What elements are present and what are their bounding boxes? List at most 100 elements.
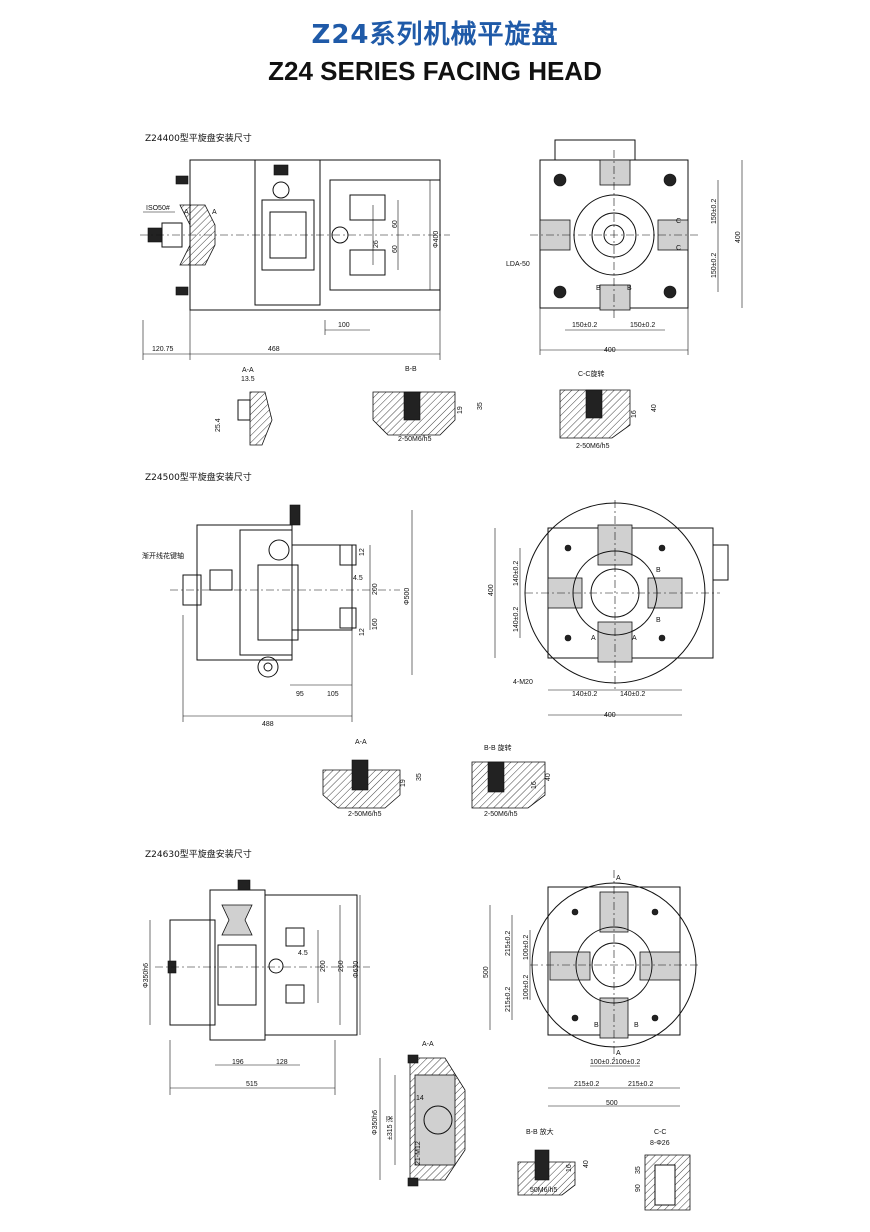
s1-dim-150c: 150±0.2	[711, 199, 718, 224]
s3-dim-215d: 215±0.2	[628, 1081, 653, 1088]
s1-dim-phi400: Φ400	[433, 231, 440, 248]
s3-bb-label: B-B 放大	[526, 1127, 554, 1136]
s2-dim-140b: 140±0.2	[513, 607, 520, 632]
s3-dim-128: 128	[276, 1059, 288, 1066]
s3-dim-215b: 215±0.2	[505, 987, 512, 1012]
s3-front-view	[489, 870, 700, 1107]
s1-bb-35: 35	[477, 402, 484, 410]
s2-bb-fit: 2-50M6/h5	[484, 811, 518, 818]
s3-dim-515: 515	[246, 1081, 258, 1088]
s1-side-view	[140, 159, 450, 360]
s2-dim-140d: 140±0.2	[620, 691, 645, 698]
s1-aa-section	[249, 391, 273, 446]
s2-dim-105: 105	[327, 691, 339, 698]
s3-dim-500h: 500	[606, 1100, 618, 1107]
s3-aa-14: 14	[416, 1095, 424, 1102]
section2-label: Z24500型平旋盘安装尺寸	[145, 471, 252, 483]
s3-bb-16: 16	[566, 1164, 573, 1172]
s2-dim-12b: 12	[359, 628, 366, 636]
s2-dim-160: 160	[372, 618, 379, 630]
s1-cc-16: 16	[631, 410, 638, 418]
s2-side-view	[170, 504, 413, 722]
s3-dim-phi630: Φ630	[353, 961, 360, 978]
s1-dim-100: 100	[338, 322, 350, 329]
s1-c-bottom: C	[676, 245, 681, 252]
s3-dim-100b: 100±0.2	[523, 975, 530, 1000]
s1-c-top: C	[676, 218, 681, 225]
s2-spline-note: 渐开线花键轴	[142, 551, 184, 560]
s1-dim-468: 468	[268, 346, 280, 353]
s2-aa-label: A-A	[355, 739, 367, 746]
s3-dim-215c: 215±0.2	[574, 1081, 599, 1088]
s2-m20-label: 4-M20	[513, 679, 533, 686]
s3-bb-fit: 50M6/h5	[530, 1187, 557, 1194]
s1-dim-60b: 60	[392, 245, 399, 253]
s1-iso-label: ISO50#	[146, 205, 170, 212]
s1-dim-60a: 60	[392, 220, 399, 228]
s2-dim-400h: 400	[604, 712, 616, 719]
s1-dim-400w: 400	[604, 347, 616, 354]
s2-dim-45: 4.5	[353, 575, 363, 582]
s3-aa-section	[379, 1054, 466, 1187]
s2-dim-140c: 140±0.2	[572, 691, 597, 698]
s3-dim-45: 4.5	[298, 950, 308, 957]
s3-dim-phi350: Φ350h6	[143, 963, 150, 988]
s2-bb-label: B-B 旋转	[484, 743, 512, 752]
s1-bb-fit: 2-50M6/h5	[398, 436, 432, 443]
s1-cc-label: C-C旋转	[578, 369, 604, 378]
s3-a-bottom: A	[616, 1050, 621, 1057]
s2-aa-19: 19	[400, 779, 407, 787]
s1-dim-26: 26	[373, 240, 380, 248]
s2-b-bottom: B	[656, 617, 661, 624]
s2-dim-488: 488	[262, 721, 274, 728]
title-english: Z24 SERIES FACING HEAD	[268, 56, 602, 86]
s3-dim-100a: 100±0.2	[523, 935, 530, 960]
s1-aa-13: 13.5	[241, 376, 255, 383]
s3-aa-315: ±315 深	[385, 1116, 394, 1140]
s3-cc-holes: 8-Φ26	[650, 1140, 670, 1147]
s3-dim-196: 196	[232, 1059, 244, 1066]
s2-dim-95: 95	[296, 691, 304, 698]
s3-cc-90: 90	[635, 1184, 642, 1192]
section3-label: Z24630型平旋盘安装尺寸	[145, 848, 252, 860]
s1-aa-label: A-A	[242, 367, 254, 374]
s2-front-view	[494, 500, 729, 716]
s3-dim-500v: 500	[483, 966, 490, 978]
s2-dim-400v: 400	[488, 584, 495, 596]
s1-cc-40: 40	[651, 404, 658, 412]
s3-cc-label: C-C	[654, 1129, 666, 1136]
s2-bb-40: 40	[545, 773, 552, 781]
s1-b-right: B	[627, 285, 632, 292]
s1-dim-150b: 150±0.2	[630, 322, 655, 329]
s1-b-left: B	[596, 285, 601, 292]
s3-dim-200: 200	[320, 960, 327, 972]
s3-dim-100c: 100±0.2	[590, 1059, 615, 1066]
s1-front-view	[530, 139, 743, 355]
s2-a-left: A	[591, 635, 596, 642]
s1-dim-150a: 150±0.2	[572, 322, 597, 329]
s1-bb-label: B-B	[405, 366, 417, 373]
s3-b-left: B	[594, 1022, 599, 1029]
s3-b-right: B	[634, 1022, 639, 1029]
title-chinese: Z24系列机械平旋盘	[311, 20, 559, 50]
s2-dim-12a: 12	[359, 548, 366, 556]
s1-a-right: A	[212, 209, 217, 216]
s3-dim-215a: 215±0.2	[505, 931, 512, 956]
s2-aa-fit: 2-50M6/h5	[348, 811, 382, 818]
s3-a-top: A	[616, 875, 621, 882]
section1-label: Z24400型平旋盘安装尺寸	[145, 132, 252, 144]
s1-aa-25: 25.4	[215, 418, 222, 432]
s3-bb-40: 40	[583, 1160, 590, 1168]
s1-dim-120: 120.75	[152, 346, 174, 353]
s3-aa-label: A-A	[422, 1041, 434, 1048]
s1-dim-400h: 400	[735, 231, 742, 243]
s2-aa-35: 35	[416, 773, 423, 781]
s2-bb-16: 16	[531, 781, 538, 789]
s2-a-right: A	[632, 635, 637, 642]
s3-dim-100d: 100±0.2	[615, 1059, 640, 1066]
s1-dim-150d: 150±0.2	[711, 253, 718, 278]
s1-a-left: A	[184, 209, 189, 216]
s2-dim-phi500: Φ500	[404, 588, 411, 605]
s3-aa-phi350: Φ350h6	[372, 1110, 379, 1135]
